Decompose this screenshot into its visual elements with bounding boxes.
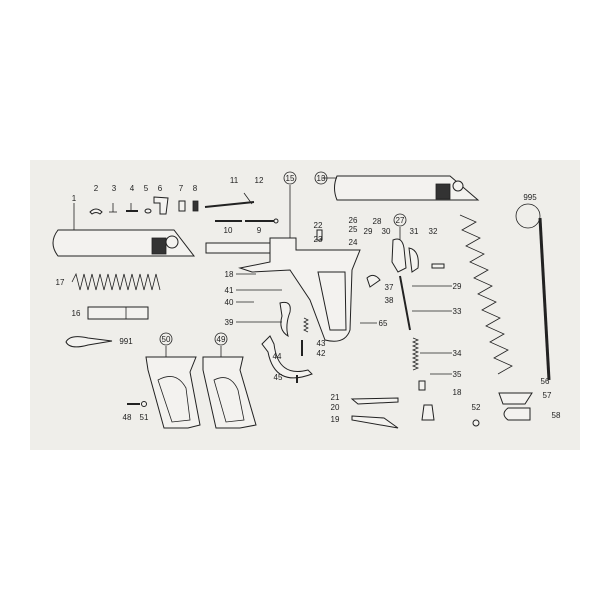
label-1: 1 [72,194,77,203]
label-43: 43 [317,339,326,348]
label-995: 995 [523,193,537,202]
label-23: 23 [314,235,323,244]
part-tool-991 [65,336,113,348]
label-11: 11 [230,176,239,185]
label-44: 44 [273,352,282,361]
label-32: 32 [429,227,438,236]
label-6: 6 [158,184,163,193]
part-trigger-39 [279,301,291,338]
part-labels: 1 2 3 4 5 6 7 8 9 10 11 12 13 15 16 17 1… [56,174,561,424]
label-58: 58 [552,411,561,420]
small-parts-top [89,192,279,224]
label-56: 56 [541,377,550,386]
label-9: 9 [257,226,262,235]
part-spring-43 [303,317,309,333]
part-hammer-27 [366,238,445,331]
label-45: 45 [274,373,283,382]
label-34: 34 [453,349,462,358]
label-19: 19 [331,415,340,424]
label-29b: 29 [364,227,373,236]
label-28: 28 [373,217,382,226]
label-38: 38 [385,296,394,305]
label-22: 22 [314,221,323,230]
label-circles [159,171,407,346]
label-51: 51 [140,413,149,422]
label-33: 33 [453,307,462,316]
part-magazine-spring [459,214,513,375]
label-29: 29 [453,282,462,291]
label-18: 18 [225,270,234,279]
part-trigger-guard-44 [261,335,313,379]
part-tube-16 [87,306,149,320]
label-18b: 18 [453,388,462,397]
label-2: 2 [94,184,99,193]
part-tool-995 [515,203,551,381]
part-frame-15 [205,229,361,342]
label-10: 10 [224,226,233,235]
part-grip-50 [145,356,201,429]
label-40: 40 [225,298,234,307]
label-17: 17 [56,278,65,287]
label-20: 20 [331,403,340,412]
label-30: 30 [382,227,391,236]
part-slide-1 [52,229,196,257]
label-50: 50 [162,335,171,344]
label-4: 4 [130,184,135,193]
label-42: 42 [317,349,326,358]
label-49: 49 [217,335,226,344]
label-991: 991 [119,337,133,346]
label-3: 3 [112,184,117,193]
label-37: 37 [385,283,394,292]
label-35: 35 [453,370,462,379]
label-16: 16 [72,309,81,318]
label-5: 5 [144,184,149,193]
part-spring-17 [71,272,161,291]
label-26: 26 [349,216,358,225]
label-24: 24 [349,238,358,247]
label-39: 39 [225,318,234,327]
label-65: 65 [379,319,388,328]
paper-background [30,160,580,450]
label-12: 12 [255,176,264,185]
label-31: 31 [410,227,419,236]
label-57: 57 [543,391,552,400]
part-grip-49 [202,356,257,429]
leader-lines [73,177,452,375]
label-27: 27 [396,216,405,225]
label-25: 25 [349,225,358,234]
part-spring-34 [411,337,420,371]
label-52: 52 [472,403,481,412]
label-41: 41 [225,286,234,295]
label-13: 13 [317,174,326,183]
label-7: 7 [179,184,184,193]
label-21: 21 [331,393,340,402]
label-8: 8 [193,184,198,193]
label-15: 15 [286,174,295,183]
label-48: 48 [123,413,132,422]
part-slide-13 [334,175,480,201]
